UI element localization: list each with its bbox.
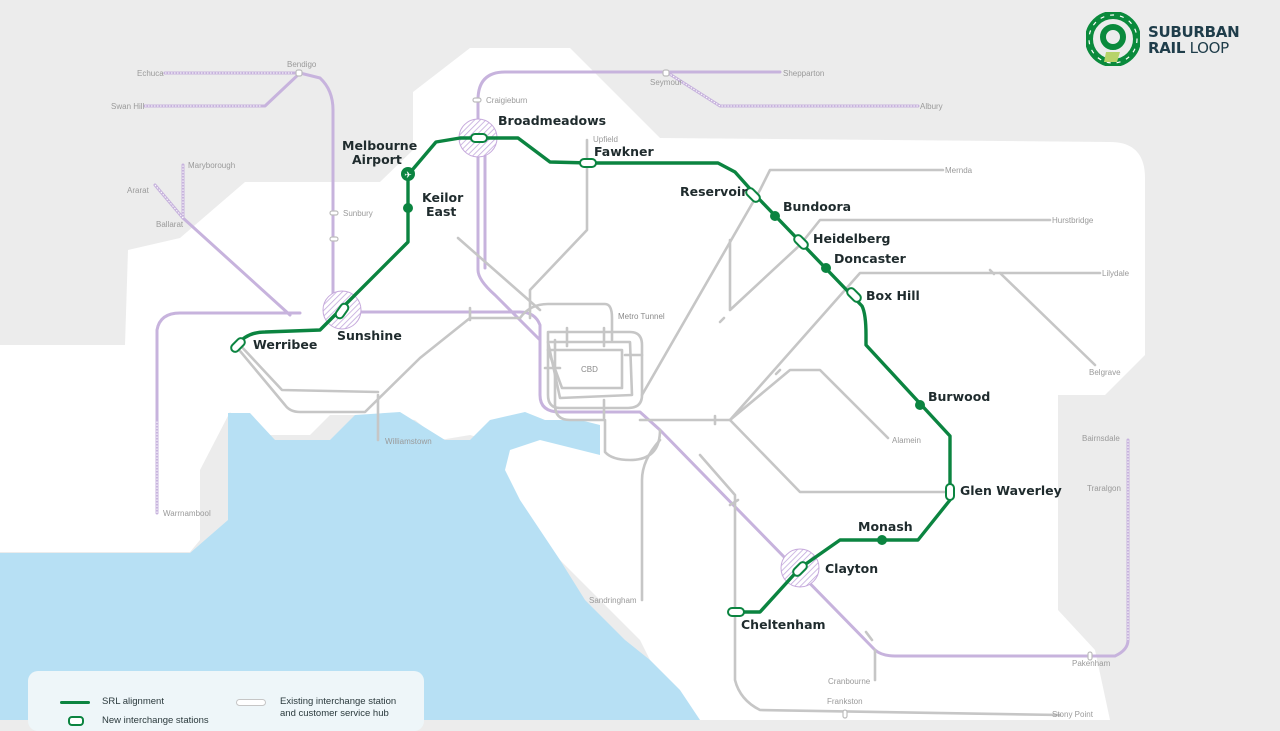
station-label-clayton: Clayton xyxy=(825,561,878,576)
terminal-label-sunbury: Sunbury xyxy=(343,209,373,218)
terminal-label-maryborough: Maryborough xyxy=(188,161,235,170)
terminal-label-echuca: Echuca xyxy=(137,69,164,78)
legend-existing-interchange-swatch xyxy=(236,699,266,706)
terminal-label-belgrave: Belgrave xyxy=(1089,368,1121,377)
terminal-label-traralgon: Traralgon xyxy=(1087,484,1121,493)
terminal-label-mernda: Mernda xyxy=(945,166,973,175)
svg-text:✈: ✈ xyxy=(404,171,412,181)
terminal-label-alamein: Alamein xyxy=(892,436,921,445)
terminal-label-bairnsdale: Bairnsdale xyxy=(1082,434,1120,443)
terminal-label-sandringham: Sandringham xyxy=(589,596,637,605)
station-label-fawkner: Fawkner xyxy=(594,144,654,159)
station-label-glen-waverley: Glen Waverley xyxy=(960,483,1062,498)
land-area xyxy=(0,48,1280,720)
terminal-label-swan-hill: Swan Hill xyxy=(111,102,145,111)
station-label-burwood: Burwood xyxy=(928,389,990,404)
station-label-sunshine: Sunshine xyxy=(337,328,402,343)
cbd-label: CBD xyxy=(581,365,598,374)
legend-srl-swatch xyxy=(60,701,90,704)
terminal-label-upfield: Upfield xyxy=(593,135,618,144)
terminal-label-frankston: Frankston xyxy=(827,697,863,706)
srl-station-markers: ✈ xyxy=(401,167,925,545)
terminal-label-warrnambool: Warrnambool xyxy=(163,509,211,518)
port-phillip-bay xyxy=(0,412,700,720)
terminal-label-bendigo: Bendigo xyxy=(287,60,317,69)
legend-existing-interchange-2: and customer service hub xyxy=(280,708,389,719)
terminal-label-stony-point: Stony Point xyxy=(1052,710,1094,719)
map-legend: SRL alignment New interchange stations E… xyxy=(28,671,424,731)
srl-logo-line2-light: LOOP xyxy=(1185,39,1230,57)
srl-logo-line2-bold: RAIL xyxy=(1148,39,1186,57)
station-label-cheltenham: Cheltenham xyxy=(741,617,826,632)
terminal-label-lilydale: Lilydale xyxy=(1102,269,1130,278)
srl-roundel-icon xyxy=(1086,12,1140,66)
station-label-broadmeadows: Broadmeadows xyxy=(498,113,606,128)
terminal-label-ararat: Ararat xyxy=(127,186,150,195)
station-label-werribee: Werribee xyxy=(253,337,317,352)
station-label-melbourne-airport-1: Melbourne xyxy=(342,138,417,153)
station-label-doncaster: Doncaster xyxy=(834,251,907,266)
station-label-keilor-east-1: Keilor xyxy=(422,190,464,205)
vline-dashed-tracks xyxy=(145,72,1129,640)
station-label-bundoora: Bundoora xyxy=(783,199,851,214)
station-label-monash: Monash xyxy=(858,519,913,534)
srl-logo-text: SUBURBAN RAIL LOOP xyxy=(1148,23,1240,57)
terminal-label-pakenham: Pakenham xyxy=(1072,659,1111,668)
legend-existing-interchange-1: Existing interchange station xyxy=(280,696,397,707)
station-label-reservoir: Reservoir xyxy=(680,184,748,199)
terminal-label-seymour: Seymour xyxy=(650,78,682,87)
legend-srl-alignment: SRL alignment xyxy=(102,696,164,707)
terminal-stops xyxy=(295,69,1093,719)
terminal-label-albury: Albury xyxy=(920,102,943,111)
metro-lines xyxy=(233,138,1102,717)
station-label-melbourne-airport-2: Airport xyxy=(352,152,402,167)
terminal-label-williamstown: Williamstown xyxy=(385,437,432,446)
terminal-label-cranbourne: Cranbourne xyxy=(828,677,871,686)
srl-logo-line1: SUBURBAN xyxy=(1148,23,1240,41)
legend-new-interchange-swatch xyxy=(68,716,84,726)
station-label-heidelberg: Heidelberg xyxy=(813,231,890,246)
terminal-label-craigieburn: Craigieburn xyxy=(486,96,527,105)
metro-tunnel-label: Metro Tunnel xyxy=(618,312,665,321)
station-label-box-hill: Box Hill xyxy=(866,288,920,303)
terminal-label-hurstbridge: Hurstbridge xyxy=(1052,216,1094,225)
legend-new-interchange: New interchange stations xyxy=(102,715,209,726)
srl-alignment xyxy=(235,136,952,614)
srl-logo: SUBURBAN RAIL LOOP xyxy=(1086,12,1246,66)
station-label-keilor-east-2: East xyxy=(426,204,456,219)
terminal-label-ballarat: Ballarat xyxy=(156,220,184,229)
terminal-label-shepparton: Shepparton xyxy=(783,69,824,78)
srl-interchange-markers xyxy=(230,133,955,617)
metro-tunnel-markers xyxy=(468,268,996,642)
